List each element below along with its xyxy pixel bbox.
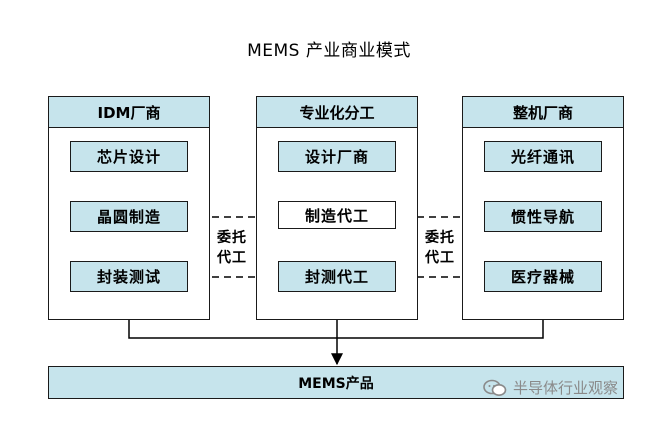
label-outsource-left-line2: 代工 — [217, 250, 247, 266]
watermark: 半导体行业观察 — [483, 377, 618, 398]
wechat-icon — [483, 379, 507, 397]
box-design-house: 设计厂商 — [278, 141, 396, 172]
label-outsource-left-line1: 委托 — [217, 230, 247, 246]
label-outsource-right: 委托 代工 — [416, 228, 464, 268]
bottom-connector — [128, 319, 544, 339]
label-outsource-right-line1: 委托 — [425, 230, 455, 246]
group-specialized-header: 专业化分工 — [256, 96, 418, 128]
box-inertial-nav: 惯性导航 — [484, 201, 602, 232]
box-package-test: 封装测试 — [70, 261, 188, 292]
box-chip-design: 芯片设计 — [70, 141, 188, 172]
label-outsource-right-line2: 代工 — [425, 250, 455, 266]
box-osat: 封测代工 — [278, 261, 396, 292]
group-system-header: 整机厂商 — [462, 96, 624, 128]
diagram-title: MEMS 产业商业模式 — [247, 41, 411, 61]
box-wafer-manufacturing: 晶圆制造 — [70, 201, 188, 232]
watermark-text: 半导体行业观察 — [512, 379, 618, 397]
group-idm-header: IDM厂商 — [48, 96, 210, 128]
box-mems-product: MEMS产品 — [48, 366, 624, 399]
label-outsource-left: 委托 代工 — [208, 228, 256, 268]
box-foundry: 制造代工 — [278, 201, 396, 229]
box-medical-device: 医疗器械 — [484, 261, 602, 292]
box-fiber-comm: 光纤通讯 — [484, 141, 602, 172]
